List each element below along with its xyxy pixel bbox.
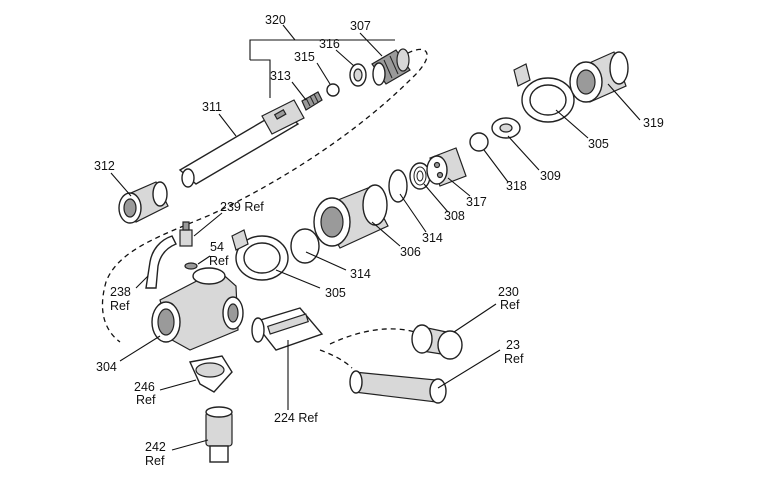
callout-246-ref: Ref [136,393,156,407]
callout-320: 320 [265,13,286,27]
assembly-dashed-path-lower [329,328,416,345]
part-305-clamp-right [513,63,575,123]
callout-318: 318 [506,179,527,193]
callout-311: 311 [202,100,222,114]
part-309-washer [491,117,521,139]
callout-242: 242 [145,440,166,454]
callout-317: 317 [466,195,487,209]
callout-305-right: 305 [588,137,609,151]
callout-304: 304 [96,360,117,374]
callout-319: 319 [643,116,664,130]
part-54-oring [184,262,198,270]
callout-309: 309 [540,169,561,183]
part-224-handle [251,307,324,351]
callout-230-ref: Ref [500,298,520,312]
callout-54-ref: Ref [209,254,229,268]
part-230 [411,324,463,360]
callout-305-left: 305 [325,286,346,300]
callout-23: 23 [506,338,520,352]
part-317-seat [426,147,467,187]
callout-230: 230 [498,285,519,299]
callout-238-ref: Ref [110,299,130,313]
part-239-fitting [179,221,193,247]
callout-306: 306 [400,245,421,259]
part-314-oring-left [290,228,320,264]
part-313-spring [301,91,323,111]
callout-246: 246 [134,380,155,394]
part-319-sleeve [569,51,629,103]
part-306-housing [313,184,389,249]
callout-238: 238 [110,285,131,299]
callout-316: 316 [319,37,340,51]
part-305-clamp-left [231,229,289,281]
callout-labels: 320 307 316 315 313 311 312 239 Ref 54 R… [94,13,664,468]
leader-lines [110,32,641,451]
callout-314-left: 314 [350,267,371,281]
assembly-dashed-path [101,48,428,343]
callout-307: 307 [350,19,371,33]
part-312-nut [118,181,169,224]
part-23 [349,370,447,404]
part-316-washer [349,63,367,87]
part-238-tube [145,235,177,289]
part-311-shaft [178,99,305,188]
callout-313: 313 [270,69,291,83]
part-307-cartridge [371,48,411,86]
callout-23-ref: Ref [504,352,524,366]
callout-54: 54 [210,240,224,254]
part-242-valve [205,406,233,463]
callout-315: 315 [294,50,315,64]
part-304-body [151,267,244,351]
assembly-dashed-path-lower-2 [319,349,353,369]
part-318-ball [469,132,489,152]
callout-312: 312 [94,159,115,173]
callout-239: 239 Ref [220,200,264,214]
part-315-ball [326,83,340,97]
part-246-bracket [188,355,233,393]
callout-224: 224 Ref [274,411,318,425]
bracket-320 [249,24,395,98]
part-314-oring-right [388,169,408,203]
callout-308: 308 [444,209,465,223]
callout-242-ref: Ref [145,454,165,468]
callout-314-right: 314 [422,231,443,245]
